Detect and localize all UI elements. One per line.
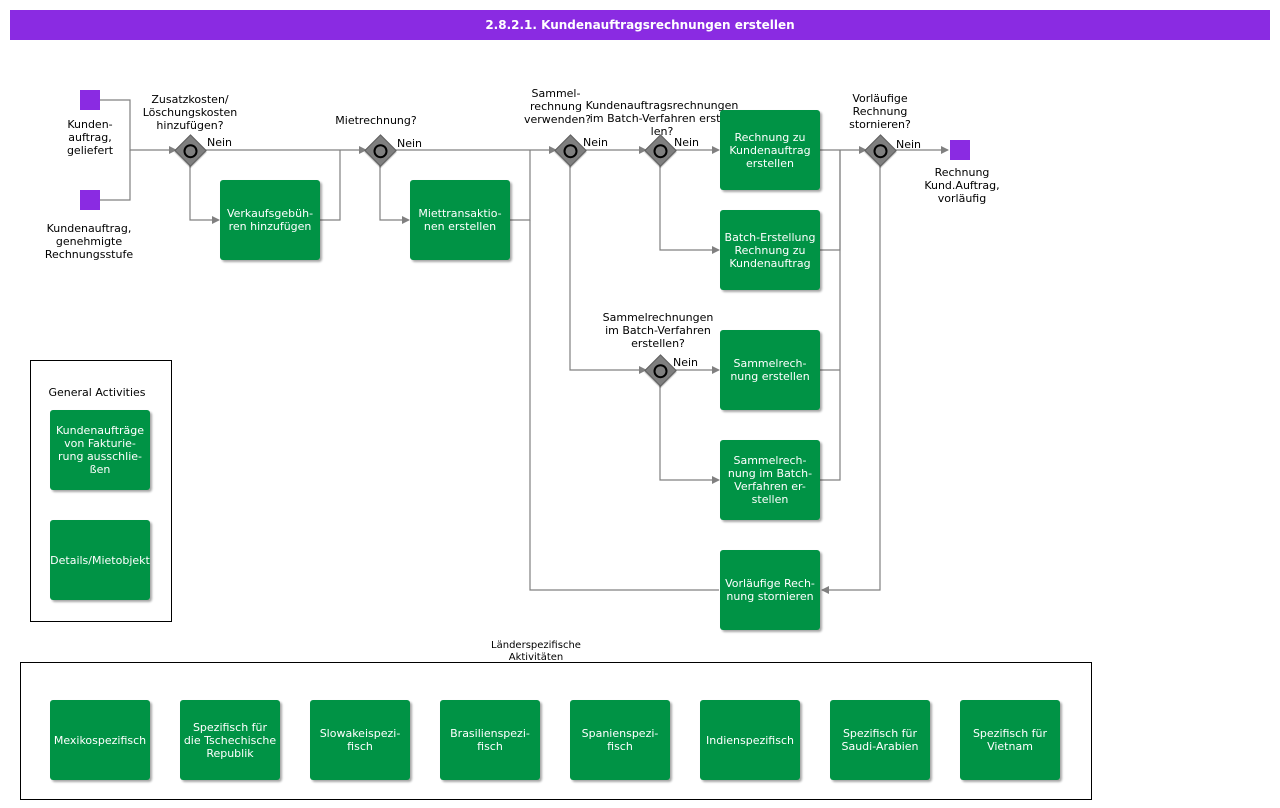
- flow-label-no: Nein: [583, 136, 609, 149]
- task-summary-invoice-batch[interactable]: Sammelrech- nung im Batch- Verfahren er-…: [720, 440, 820, 520]
- country-activity-item[interactable]: Spanienspezi- fisch: [570, 700, 670, 780]
- end-event-label: Rechnung Kund.Auftrag, vorläufig: [924, 166, 1000, 205]
- task-add-sales-fees[interactable]: Verkaufsgebüh- ren hinzufügen: [220, 180, 320, 260]
- country-activity-item[interactable]: Indienspezifisch: [700, 700, 800, 780]
- end-event[interactable]: [950, 140, 970, 160]
- gateway-summary-label: Sammel- rechnung verwenden?: [524, 87, 592, 126]
- flow-start2-g1: [100, 150, 131, 201]
- country-activity-item[interactable]: Mexikospezifisch: [50, 700, 150, 780]
- flow-g1-fees: [189, 164, 220, 224]
- gateway-rental-label: Mietrechnung?: [335, 114, 417, 127]
- flow-g4-yes: [659, 164, 720, 254]
- task-create-invoice[interactable]: Rechnung zu Kundenauftrag erstellen: [720, 110, 820, 190]
- flow-batch-merge: [820, 150, 841, 251]
- start-event-delivered-label: Kunden- auftrag, geliefert: [66, 118, 114, 157]
- flow-g5-yes: [659, 384, 720, 484]
- flow-g2-rental: [379, 164, 410, 224]
- flow-label-no: Nein: [397, 137, 423, 150]
- flow-start1-g1: [100, 99, 177, 154]
- country-activities-title: Länderspezifische Aktivitäten: [491, 640, 581, 661]
- flow-label-no: Nein: [207, 136, 233, 149]
- gateway-summary-batch-label: Sammelrechnungen im Batch-Verfahren erst…: [602, 311, 714, 350]
- gateway-batch-label: Kundenauftragsrechnungen im Batch-Verfah…: [585, 99, 739, 138]
- task-batch-invoice[interactable]: Batch-Erstellung Rechnung zu Kundenauftr…: [720, 210, 820, 290]
- diagram-title: 2.8.2.1. Kundenauftragsrechnungen erstel…: [10, 10, 1270, 40]
- country-activity-item[interactable]: Slowakeispezi- fisch: [310, 700, 410, 780]
- task-create-rental-transactions[interactable]: Miettransaktio- nen erstellen: [410, 180, 510, 260]
- flow-label-no: Nein: [674, 136, 700, 149]
- flow-g6-cancel: [821, 164, 881, 594]
- flow-label-no: Nein: [896, 138, 922, 151]
- start-event-delivered[interactable]: [80, 90, 100, 110]
- country-activity-item[interactable]: Spezifisch für Saudi-Arabien: [830, 700, 930, 780]
- country-activity-item[interactable]: Spezifisch für Vietnam: [960, 700, 1060, 780]
- country-activity-item[interactable]: Spezifisch für die Tschechische Republik: [180, 700, 280, 780]
- task-create-summary-invoice[interactable]: Sammelrech- nung erstellen: [720, 330, 820, 410]
- start-event-approved[interactable]: [80, 190, 100, 210]
- flow-g3-yes: [569, 164, 647, 374]
- general-activities-title: General Activities: [48, 386, 146, 399]
- flow-summary-batch-merge: [820, 150, 841, 481]
- gateway-cancel-label: Vorläufige Rechnung stornieren?: [849, 92, 911, 131]
- flow-fees-merge: [320, 150, 341, 221]
- flow-label-no: Nein: [673, 356, 699, 369]
- general-activity-item[interactable]: Kundenaufträge von Fakturie- rung aussch…: [50, 410, 150, 490]
- flow-rental-merge: [510, 150, 531, 221]
- country-activities-group: [20, 662, 1092, 800]
- flow-cancel-loop: [529, 220, 719, 591]
- general-activities-group: [30, 360, 172, 622]
- task-cancel-preliminary-invoice[interactable]: Vorläufige Rech- nung stornieren: [720, 550, 820, 630]
- start-event-approved-label: Kundenauftrag, genehmigte Rechnungsstufe: [44, 222, 134, 261]
- gateway-additional-costs-label: Zusatzkosten/ Löschungskosten hinzufügen…: [142, 93, 238, 132]
- general-activity-item[interactable]: Details/Mietobjekt: [50, 520, 150, 600]
- country-activity-item[interactable]: Brasilienspezi- fisch: [440, 700, 540, 780]
